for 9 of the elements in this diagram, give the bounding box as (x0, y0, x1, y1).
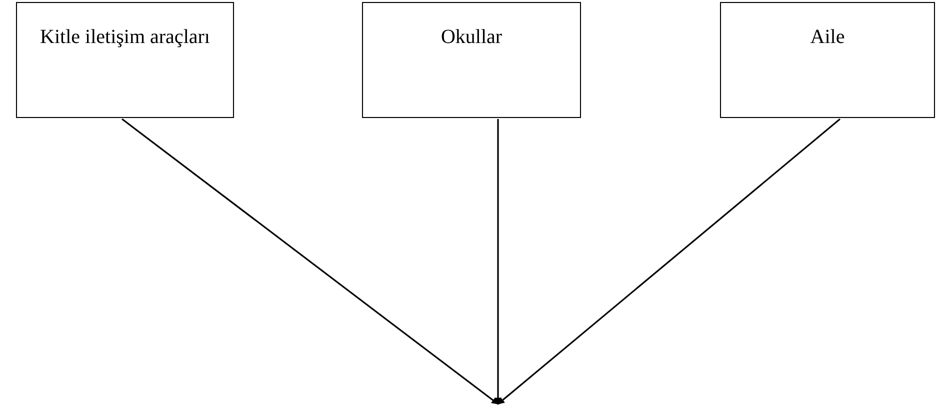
box-label: Kitle iletişim araçları (39, 25, 211, 50)
box-label: Okullar (440, 25, 504, 50)
arrow (122, 118, 499, 405)
text-box (720, 2, 935, 118)
text-box (362, 2, 581, 118)
arrow (497, 118, 841, 405)
arrow (494, 119, 502, 405)
box-label: Aile (809, 25, 846, 50)
text-box (16, 2, 234, 118)
